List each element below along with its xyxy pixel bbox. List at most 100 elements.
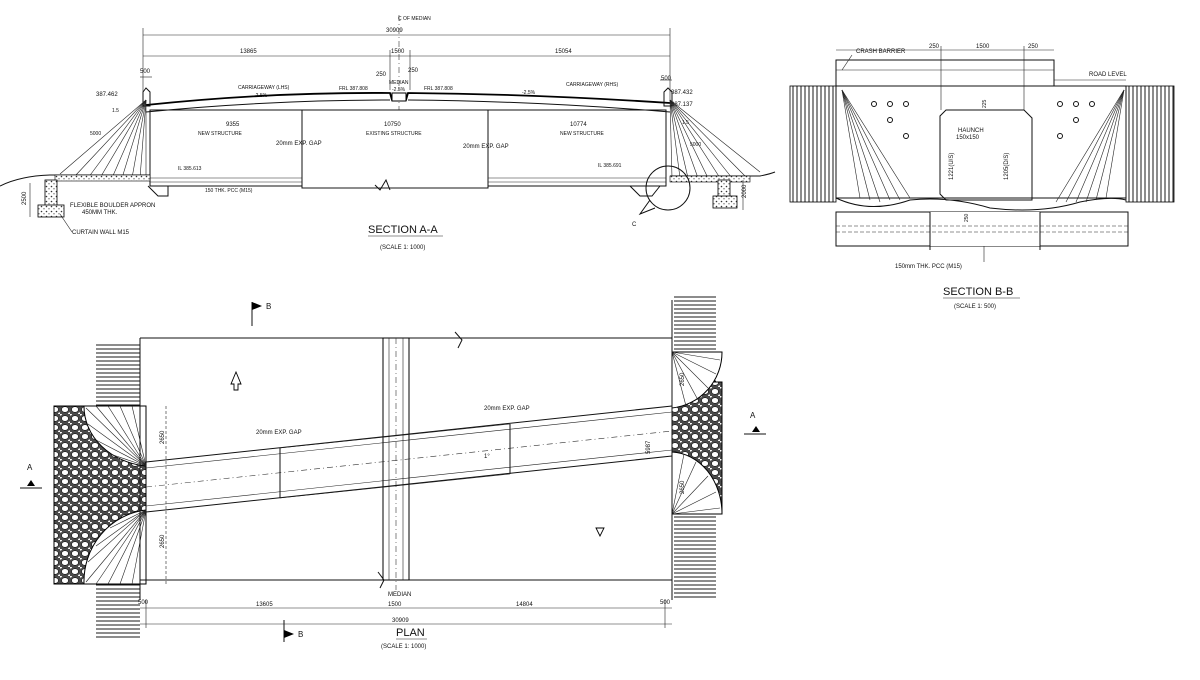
pcc-label-bb: 150mm THK. PCC (M15): [895, 264, 962, 270]
plan-dim-1500: 1500: [388, 602, 402, 608]
svg-text:A: A: [27, 463, 33, 472]
frl-right: FRL 387.808: [424, 86, 453, 92]
box-culvert-bb: [835, 85, 1127, 199]
span-right: 10774: [570, 122, 587, 128]
curtain-wall-label: CURTAIN WALL M15: [72, 230, 130, 236]
carriageway-rhs: CARRIAGEWAY (RHS): [566, 82, 618, 88]
dim-250-right: 250: [408, 68, 419, 74]
dim-250-bottom: 250: [964, 213, 970, 222]
ground-line-left: [0, 174, 150, 187]
level-right-second: 387.137: [671, 102, 693, 108]
skew-angle: 1°: [484, 454, 490, 460]
dim-1205: 1205(D/S): [1004, 153, 1010, 180]
dim-5987: 5987: [646, 440, 652, 454]
new-structure-left: NEW STRUCTURE: [198, 131, 243, 137]
box-opening: [939, 109, 1033, 201]
dim-2500: 2500: [22, 191, 28, 205]
invert-level-right: IL 385.691: [598, 163, 622, 169]
exp-gap-left-plan: 20mm EXP. GAP: [256, 430, 302, 436]
exp-gap-right-aa: 20mm EXP. GAP: [463, 144, 509, 150]
svg-text:B: B: [298, 630, 303, 639]
dim-225: 225: [982, 99, 988, 108]
weep-holes-right: [1057, 101, 1095, 139]
embankment-left-bb: [789, 85, 837, 203]
right-half-dimension: 15054: [555, 49, 572, 55]
boulder-apron-left: [54, 174, 151, 182]
section-b-marker-bottom: B: [283, 620, 303, 642]
slope-ratio-left: 1.5: [112, 108, 119, 114]
crash-barrier-right: [663, 87, 673, 107]
embankment-right-bb: [1125, 85, 1175, 203]
flow-arrow-down-icon: [595, 527, 605, 538]
fan-left-bb: [841, 89, 911, 203]
detail-c-label: C: [632, 222, 637, 228]
pcc-label-aa: 150 THK. PCC (M15): [205, 188, 253, 194]
invert-level-left: IL 385.613: [178, 166, 202, 172]
footing-left: [147, 185, 169, 197]
bb-dim-250-left: 250: [929, 44, 940, 50]
flexible-apron-label-1: FLEXIBLE BOULDER APPRON: [70, 203, 155, 209]
dim-2650-left-top: 2650: [160, 430, 166, 444]
level-left-top: 387.462: [96, 92, 118, 98]
new-structure-right: NEW STRUCTURE: [560, 131, 605, 137]
plan-dim-13605: 13605: [256, 602, 273, 608]
quarter-cone-right-top: [671, 351, 723, 409]
svg-text:B: B: [266, 302, 271, 311]
dim-2650-right-bottom: 2650: [680, 480, 686, 494]
weep-holes-left: [871, 101, 909, 139]
dim-500-left: 500: [140, 69, 151, 75]
dim-5000-left: 5000: [90, 131, 101, 137]
plan: 20mm EXP. GAP 20mm EXP. GAP 2650 2650 26…: [20, 296, 766, 650]
plan-scale: (SCALE 1: 1000): [381, 644, 426, 650]
fan-right-bb: [1055, 89, 1125, 203]
section-a-marker-right: A: [744, 411, 766, 435]
frl-left: FRL 387.808: [339, 86, 368, 92]
median-label-plan: MEDIAN: [388, 592, 411, 598]
section-aa-title: SECTION A-A: [368, 224, 438, 236]
plan-dim-500-right: 500: [660, 600, 671, 606]
dim-5000-right: 5000: [690, 142, 701, 148]
existing-structure: EXISTING STRUCTURE: [366, 131, 422, 137]
exp-gap-left-aa: 20mm EXP. GAP: [276, 141, 322, 147]
plan-dim-14804: 14804: [516, 602, 533, 608]
dim-2650-left-bottom: 2650: [160, 534, 166, 548]
span-center: 10750: [384, 122, 401, 128]
plan-overall-dim: 30909: [392, 618, 409, 624]
dim-250-left: 250: [376, 72, 387, 78]
bb-dim-250-right: 250: [1028, 44, 1039, 50]
plan-dim-500-left: 500: [138, 600, 149, 606]
flexible-apron-label-2: 450MM THK.: [82, 210, 118, 216]
crash-barrier-bb: [835, 59, 1055, 87]
median-label-aa: MEDIAN: [389, 80, 409, 86]
dim-500-right: 500: [661, 76, 672, 82]
section-a-marker-left: A: [20, 463, 42, 489]
left-half-dimension: 13865: [240, 49, 257, 55]
slope-right: -2.5%: [522, 90, 536, 96]
quarter-cone-right-bottom: [671, 451, 723, 515]
exp-gap-right-plan: 20mm EXP. GAP: [484, 406, 530, 412]
bb-dim-1500: 1500: [976, 44, 990, 50]
carriageway-lhs: CARRIAGEWAY (LHS): [238, 85, 290, 91]
haunch-label-1: HAUNCH: [958, 128, 984, 134]
svg-text:A: A: [750, 411, 756, 420]
dim-1221: 1221(U/S): [949, 153, 955, 180]
detail-c-circle: [645, 165, 691, 211]
road-surface: [145, 92, 671, 106]
centerline-label: Ç OF MEDIAN: [398, 16, 431, 22]
dim-2650-right-top: 2650: [680, 372, 686, 386]
flow-arrow-up-icon: [230, 370, 242, 391]
section-bb-scale: (SCALE 1: 500): [954, 304, 996, 310]
dim-2000: 2000: [742, 184, 748, 198]
ground-profile-bb: [835, 197, 1127, 211]
span-left: 9355: [226, 122, 240, 128]
haunch-label-2: 150x150: [956, 135, 980, 141]
section-aa: Ç OF MEDIAN 30909 13865 1500 15054 250 2…: [0, 15, 776, 251]
deck-slab-soffit: [145, 99, 671, 113]
section-aa-scale: (SCALE 1: 1000): [380, 245, 425, 251]
level-right-top: 387.432: [671, 90, 693, 96]
section-bb-title: SECTION B-B: [943, 286, 1013, 298]
box-cell-new-right: [487, 109, 667, 187]
section-b-marker-top: B: [251, 302, 271, 326]
